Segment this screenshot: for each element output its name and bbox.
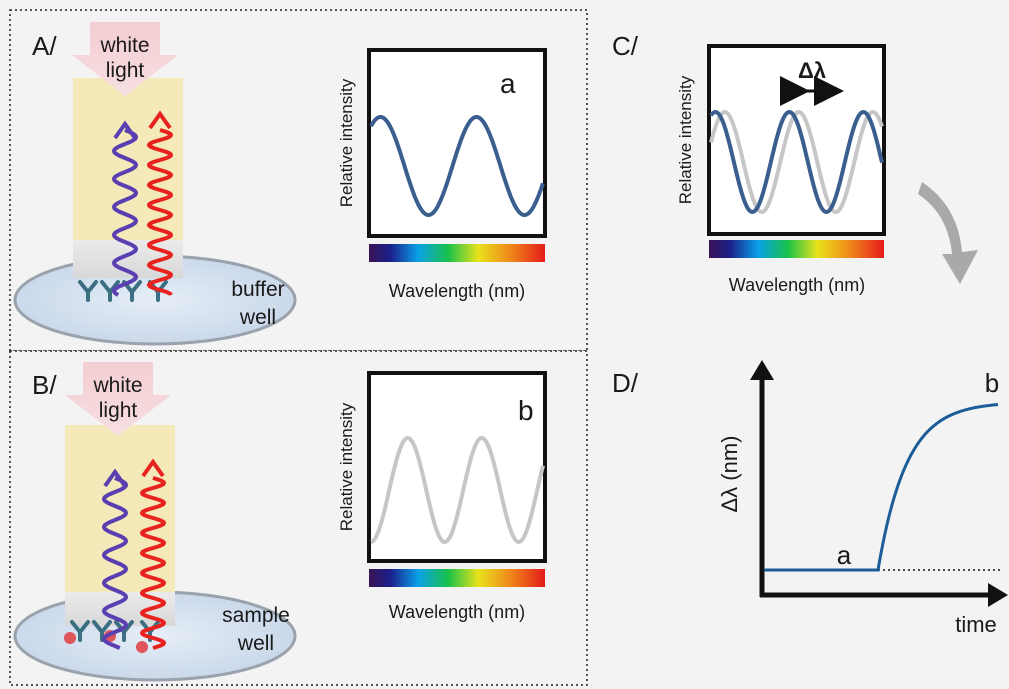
white-light-arrow [72, 22, 178, 96]
graph-b-trace [370, 435, 545, 545]
white-light-label-1: white [99, 34, 149, 57]
sensorgram-xlabel: time [955, 612, 997, 637]
graph-c-trace-b [709, 109, 884, 215]
sample-well-label-2: well [237, 632, 274, 655]
blue-wave [111, 128, 139, 297]
panel-c-label: C/ [612, 31, 639, 61]
graph-a-ylabel: Relative intensity [337, 78, 356, 207]
panel-a-label: A/ [32, 31, 57, 61]
graph-b-xlabel: Wavelength (nm) [389, 602, 525, 622]
curved-arrow [918, 182, 978, 284]
blue-wave [101, 476, 129, 650]
panel-d-label: D/ [612, 368, 639, 398]
delta-lambda-label: Δλ [798, 58, 826, 83]
panel-a-probe: white light buffer well [13, 22, 297, 346]
graph-c-xlabel: Wavelength (nm) [729, 275, 865, 295]
white-light-label-2: light [99, 399, 138, 422]
white-light-label-2: light [106, 59, 145, 82]
panel-b-probe: white light sample well [13, 362, 297, 682]
graph-c-ylabel: Relative intensity [676, 75, 695, 204]
graph-a-xlabel: Wavelength (nm) [389, 281, 525, 301]
sensorgram-curve [764, 403, 999, 572]
graph-b-ylabel: Relative intensity [337, 402, 356, 531]
y-axis-arrowhead [750, 360, 774, 380]
graph-b-letter: b [518, 395, 534, 426]
panel-c-graph: Δλ Relative intensity Wavelength (nm) [676, 44, 886, 295]
blue-wave-arrowhead [113, 120, 137, 140]
white-light-label-1: white [92, 374, 142, 397]
red-wave-arrowhead [148, 110, 172, 130]
panel-b-graph: b Relative intensity Wavelength (nm) [337, 371, 547, 622]
graph-a-letter: a [500, 68, 516, 99]
spectrum-bar [709, 240, 884, 258]
buffer-well-label-1: buffer [231, 278, 284, 301]
x-axis-arrowhead [988, 583, 1008, 607]
panel-b-label: B/ [32, 370, 57, 400]
red-wave [146, 128, 174, 296]
red-wave-arrowhead [141, 458, 165, 478]
red-wave [139, 476, 167, 650]
graph-b-frame [367, 371, 547, 563]
panel-d-sensorgram: a b Δλ (nm) time [717, 360, 1008, 637]
graph-a-trace [369, 115, 545, 217]
sample-well-label-1: sample [222, 604, 290, 627]
panel-a-graph: a Relative intensity Wavelength (nm) [337, 48, 547, 301]
spectrum-bar [369, 244, 545, 262]
sensorgram-ylabel: Δλ (nm) [717, 435, 742, 512]
analyte-dots [64, 630, 148, 653]
graph-c-trace-a [709, 109, 884, 215]
buffer-well-label-2: well [239, 306, 276, 329]
point-b-label: b [985, 368, 999, 398]
white-light-arrow [65, 362, 171, 436]
point-a-label: a [837, 540, 852, 570]
spectrum-bar [369, 569, 545, 587]
blue-wave-arrowhead [103, 468, 127, 488]
